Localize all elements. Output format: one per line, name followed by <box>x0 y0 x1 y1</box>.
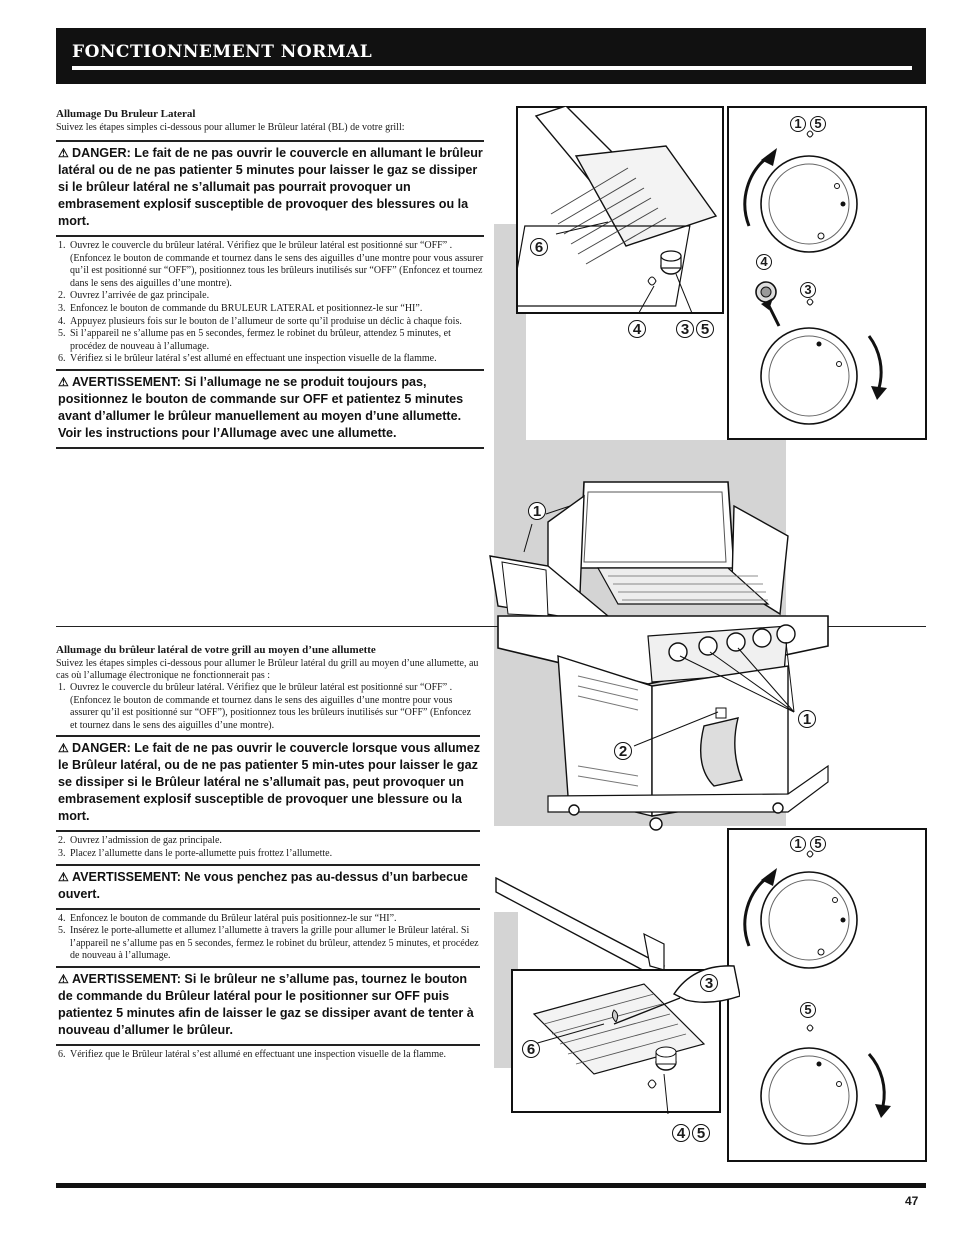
callout-number: 2 <box>614 742 632 760</box>
callout-number: 1 <box>790 116 806 132</box>
list-item: 5.Insérez le porte-allumette et allumez … <box>58 925 479 962</box>
danger-notice: ⚠DANGER: Le fait de ne pas ouvrir le cou… <box>56 140 484 237</box>
list-item: 2.Ouvrez l’arrivée de gaz principale. <box>58 290 210 302</box>
callout-number: 6 <box>530 238 548 256</box>
list-item: 1.Ouvrez le couvercle du brûleur latéral… <box>58 682 472 731</box>
callout-number: 3 <box>676 320 694 338</box>
list-item: 6.Vérifiez si le brûleur latéral s’est a… <box>58 353 437 365</box>
danger-text: DANGER: Le fait de ne pas ouvrir le couv… <box>58 146 483 228</box>
warning-triangle-icon: ⚠ <box>58 741 69 756</box>
page-number: 47 <box>905 1194 919 1208</box>
callout-number: 3 <box>800 282 816 298</box>
callout-number: 4 <box>628 320 646 338</box>
warning-text: AVERTISSEMENT: Si l’allumage ne se produ… <box>58 374 464 440</box>
list-item: 2.Ouvrez l’admission de gaz principale. <box>58 835 222 847</box>
danger-notice: ⚠DANGER: Le fait de ne pas ouvrir le cou… <box>56 735 481 833</box>
step-list: 2.Ouvrez l’admission de gaz principale. … <box>56 832 480 863</box>
step-list: 4.Enfoncez le bouton de commande du Brûl… <box>56 910 480 966</box>
side-burner-illustration-top <box>516 106 724 314</box>
section-title: Allumage Du Bruleur Lateral <box>56 108 196 120</box>
list-item: 4.Enfoncez le bouton de commande du Brûl… <box>58 912 397 924</box>
section-intro: Suivez les étapes simples ci-dessous pou… <box>56 122 405 133</box>
step-list: 1.Ouvrez le couvercle du brûleur latéral… <box>56 682 480 735</box>
section-intro: Suivez les étapes simples ci-dessous pou… <box>56 658 479 681</box>
callout-number: 5 <box>696 320 714 338</box>
callout-number: 1 <box>528 502 546 520</box>
list-item: 3.Placez l’allumette dans le porte-allum… <box>58 847 333 859</box>
callout-number: 4 <box>672 1124 690 1142</box>
section-side-burner-lighting: Allumage Du Bruleur Lateral Suivez les é… <box>56 108 484 449</box>
warning-triangle-icon: ⚠ <box>58 374 69 389</box>
callout-number: 5 <box>810 116 826 132</box>
side-burner-illustration-bottom <box>495 876 740 1114</box>
list-item: 4.Appuyez plusieurs fois sur le bouton d… <box>58 315 462 327</box>
section-title: Allumage du brûleur latéral de votre gri… <box>56 644 376 656</box>
callout-number: 5 <box>692 1124 710 1142</box>
section-header: FONCTIONNEMENT NORMAL <box>56 28 926 84</box>
warning-triangle-icon: ⚠ <box>58 869 69 884</box>
list-item: 6.Vérifiez que le Brûleur latéral s’est … <box>58 1048 447 1060</box>
callout-number: 5 <box>810 836 826 852</box>
callout-number: 5 <box>800 1002 816 1018</box>
callout-number: 3 <box>700 974 718 992</box>
step-list: 1.Ouvrez le couvercle du brûleur latéral… <box>56 237 484 369</box>
list-item: 3.Enfoncez le bouton de commande du BRUL… <box>58 302 423 314</box>
list-item: 5.Si l’appareil ne s’allume pas en 5 sec… <box>58 328 451 352</box>
warning-notice: ⚠AVERTISSEMENT: Si le brûleur ne s’allum… <box>56 965 480 1046</box>
control-knobs-illustration-bottom <box>727 828 927 1162</box>
list-item: 1.Ouvrez le couvercle du brûleur latéral… <box>58 240 484 289</box>
callout-number: 4 <box>756 254 772 270</box>
section-divider <box>56 626 926 627</box>
header-rule <box>72 66 912 70</box>
warning-triangle-icon: ⚠ <box>58 146 69 160</box>
warning-text: AVERTISSEMENT: Ne vous penchez pas au-de… <box>58 869 468 901</box>
callout-number: 1 <box>790 836 806 852</box>
step-list: 6.Vérifiez que le Brûleur latéral s’est … <box>56 1046 480 1065</box>
grill-illustration <box>489 481 829 831</box>
warning-triangle-icon: ⚠ <box>58 971 69 986</box>
warning-text: AVERTISSEMENT: Si le brûleur ne s’allume… <box>58 971 474 1037</box>
callout-number: 6 <box>522 1040 540 1058</box>
callout-number: 1 <box>798 710 816 728</box>
footer-rule <box>56 1183 926 1188</box>
danger-text: DANGER: Le fait de ne pas ouvrir le couv… <box>58 741 481 824</box>
control-knobs-illustration-top <box>727 106 927 440</box>
warning-notice: ⚠AVERTISSEMENT: Si l’allumage ne se prod… <box>56 368 484 449</box>
section-match-lighting: Allumage du brûleur latéral de votre gri… <box>56 644 480 1065</box>
page-title: FONCTIONNEMENT NORMAL <box>72 42 373 62</box>
warning-notice: ⚠AVERTISSEMENT: Ne vous penchez pas au-d… <box>56 863 480 910</box>
